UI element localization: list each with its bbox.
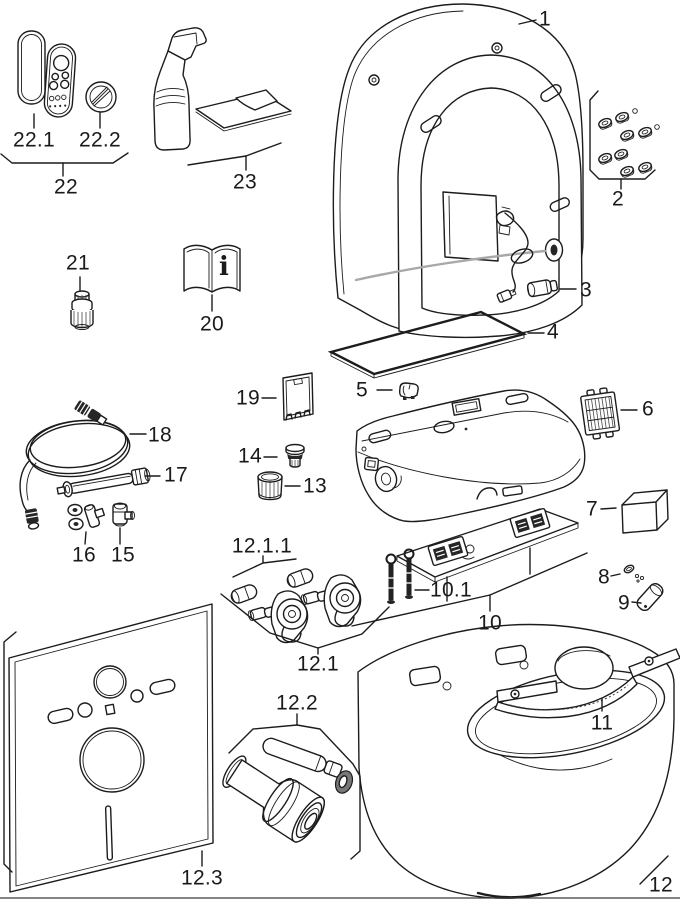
water-hose-drawing	[19, 400, 147, 530]
info-icon: i	[219, 252, 229, 282]
part-label-2: 2	[612, 187, 624, 211]
filter-valve-drawing	[70, 276, 94, 330]
mounting-plate-drawing	[396, 507, 579, 602]
part-label-9: 9	[618, 591, 630, 615]
part-label-21: 21	[66, 251, 90, 275]
clip-part-drawing	[376, 382, 419, 400]
cleaning-set-drawing	[153, 27, 292, 171]
part-label-8: 8	[598, 565, 610, 589]
hinge-set-drawing	[220, 555, 390, 655]
part-label-12-1: 12.1	[296, 652, 340, 676]
nozzle-sleeve-drawing	[631, 582, 664, 612]
angle-fitting-drawing	[112, 502, 135, 545]
connection-set-drawing	[222, 713, 361, 860]
part-label-11: 11	[590, 711, 614, 735]
filter-grille-drawing	[580, 387, 638, 440]
part-label-13: 13	[303, 474, 327, 498]
part-label-22-2: 22.2	[78, 128, 122, 152]
part-label-12-1-1: 12.1.1	[231, 534, 293, 558]
plug-drawing	[263, 443, 305, 468]
descaling-cube-drawing	[600, 489, 669, 534]
part-label-22-1: 22.1	[12, 128, 56, 152]
main-unit-drawing	[355, 389, 586, 523]
bracket-plate-drawing	[261, 372, 314, 421]
part-label-23: 23	[233, 170, 257, 194]
toilet-bowl-drawing	[357, 623, 675, 899]
part-label-5: 5	[356, 378, 368, 402]
part-label-18: 18	[148, 423, 172, 447]
part-label-1: 1	[539, 7, 551, 31]
glass-plate-drawing	[327, 310, 545, 379]
user-guide-drawing	[183, 244, 241, 312]
o-ring-set-drawing	[610, 564, 645, 583]
part-label-14: 14	[238, 444, 262, 468]
part-label-16: 16	[72, 543, 96, 567]
part-label-19: 19	[236, 386, 260, 410]
connector-part-drawing	[526, 279, 577, 298]
part-label-17: 17	[164, 463, 188, 487]
y-fitting-drawing	[67, 503, 106, 545]
part-label-4: 4	[547, 320, 559, 344]
seat-lid-assembly-drawing	[332, 3, 584, 339]
odour-unit-drawing	[494, 646, 680, 719]
strainer-drawing	[257, 471, 301, 501]
part-label-20: 20	[200, 312, 224, 336]
part-label-12-2: 12.2	[275, 691, 319, 715]
part-label-6: 6	[642, 397, 654, 421]
part-label-10-1: 10.1	[429, 578, 473, 602]
short-hose-drawing	[56, 467, 161, 498]
grommet-set-drawing	[589, 90, 660, 190]
part-label-7: 7	[586, 497, 598, 521]
part-label-3: 3	[580, 278, 592, 302]
part-label-15: 15	[111, 543, 135, 567]
bolt-set-drawing	[387, 550, 430, 605]
part-label-12: 12	[649, 873, 673, 897]
bracket-10	[351, 552, 588, 627]
part-label-22: 22	[54, 175, 78, 199]
part-label-12-3: 12.3	[180, 866, 224, 890]
insulation-mat-drawing	[3, 603, 214, 893]
part-label-10: 10	[478, 611, 502, 635]
remote-control-set-drawing	[0, 30, 129, 177]
